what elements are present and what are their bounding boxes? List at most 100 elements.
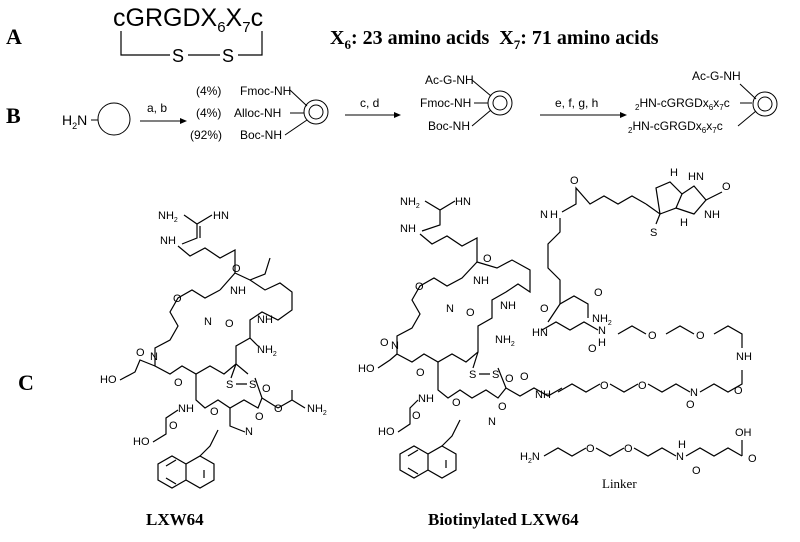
lxw64-cterm bbox=[277, 390, 306, 409]
bio-ring-nh: NH bbox=[704, 209, 720, 221]
lxw64-n3: N bbox=[245, 426, 253, 438]
product-line-2: 2HN-cGRGDx6x7c bbox=[635, 96, 730, 112]
bio-naphthalene bbox=[399, 445, 457, 479]
linker-oh: OH bbox=[735, 427, 752, 439]
int2-bond-1 bbox=[471, 79, 492, 97]
int2-group-2: Fmoc-NH bbox=[420, 96, 471, 110]
lxw64-nh1: NH bbox=[230, 285, 246, 297]
step-2-label: c, d bbox=[360, 96, 379, 110]
bio-upper-h: H bbox=[598, 337, 606, 349]
bio-naphthalene-double bbox=[407, 449, 447, 475]
lxw64-nh-c: NH bbox=[178, 403, 194, 415]
bio-peg-o3: O bbox=[686, 399, 695, 411]
bio-o4: O bbox=[380, 337, 389, 349]
linker-label: Linker bbox=[602, 476, 637, 491]
lxw64-ring-right bbox=[219, 257, 293, 375]
int1-bead-outer bbox=[303, 99, 329, 125]
lxw64-o5: O bbox=[174, 377, 183, 389]
peptide-sequence: cGRGDX6X7c bbox=[113, 4, 263, 36]
lxw64-ho1: HO bbox=[100, 374, 117, 386]
bio-ring-o2: O bbox=[483, 253, 492, 265]
lxw64-asp1-chain bbox=[119, 359, 156, 381]
arrow-3-head bbox=[620, 112, 627, 118]
linker-o4: O bbox=[748, 453, 757, 465]
lxw64-ho2: HO bbox=[133, 436, 150, 448]
bio-asp2-chain bbox=[397, 399, 419, 433]
linker-n: N bbox=[676, 451, 684, 463]
int1-group-3: Boc-NH bbox=[240, 128, 282, 142]
disulfide-s-left: S bbox=[172, 46, 184, 66]
lxw64-n2: N bbox=[150, 351, 158, 363]
resin-bead bbox=[97, 102, 131, 136]
lxw64-o6: O bbox=[262, 383, 271, 395]
bio-ring-nh1: NH bbox=[473, 275, 489, 287]
lxw64-o3: O bbox=[225, 318, 234, 330]
bio-ring-o1: O bbox=[415, 281, 424, 293]
lxw64-o2: O bbox=[232, 263, 241, 275]
bio-guan-nh2: NH2 bbox=[400, 196, 420, 210]
bio-o7: O bbox=[452, 397, 461, 409]
bio-ring-h1: H bbox=[670, 167, 678, 179]
x-annotation: X6: 23 amino acids X7: 71 amino acids bbox=[330, 27, 659, 52]
biotin-lxw64-name: Biotinylated LXW64 bbox=[428, 510, 579, 529]
lxw64-naphthalene bbox=[157, 455, 215, 489]
bio-asp1-chain bbox=[377, 353, 398, 369]
disulfide-left-arm bbox=[120, 31, 170, 56]
bio-lys-backbone bbox=[547, 295, 589, 323]
linker-h: H bbox=[678, 439, 686, 451]
bio-guan-bonds bbox=[421, 200, 456, 232]
bio-peg-1 bbox=[557, 383, 601, 393]
linker-chain-3 bbox=[633, 447, 677, 457]
lxw64-o4: O bbox=[136, 347, 145, 359]
arrow-2-head bbox=[394, 112, 401, 118]
bio-n3: N bbox=[488, 416, 496, 428]
lxw64-ring-bottom bbox=[195, 374, 263, 409]
lxw64-structure: NH2 HN NH O NH O NH N N O NH2 HO O O S S bbox=[100, 210, 327, 489]
lxw64-guan-bonds bbox=[181, 214, 213, 245]
lxw64-amine: NH2 bbox=[257, 344, 277, 358]
bio-lys-sidechain bbox=[547, 218, 561, 304]
bio-peg-n: N bbox=[690, 387, 698, 399]
lxw64-o7: O bbox=[210, 406, 219, 418]
bio-ring-amine: NH2 bbox=[495, 334, 515, 348]
bio-ring-nh2: NH bbox=[500, 300, 516, 312]
lxw64-nh2: NH bbox=[257, 314, 273, 326]
disulfide-right-arm bbox=[238, 31, 263, 56]
bio-peg-o1: O bbox=[600, 380, 609, 392]
int2-group-3: Boc-NH bbox=[428, 119, 470, 133]
bio-thiophane bbox=[645, 181, 683, 215]
bio-valeric bbox=[561, 186, 647, 213]
bio-ho1: HO bbox=[358, 363, 375, 375]
int1-pct-3: (92%) bbox=[190, 128, 222, 142]
bio-ring-s: S bbox=[650, 227, 657, 239]
int1-bead-inner bbox=[308, 104, 324, 120]
bio-ring-o3: O bbox=[466, 307, 475, 319]
bio-lys-nh2: NH2 bbox=[592, 313, 612, 327]
bio-disulfide-bonds bbox=[472, 351, 563, 397]
lxw64-guan-nh2: NH2 bbox=[158, 210, 178, 224]
linker-chain-2 bbox=[595, 447, 625, 457]
int1-pct-1: (4%) bbox=[196, 84, 221, 98]
product-bead-inner bbox=[757, 96, 773, 112]
bio-hn-lys: HN bbox=[532, 327, 548, 339]
bio-upper-succ-o2: O bbox=[540, 303, 549, 315]
lxw64-o1: O bbox=[173, 293, 182, 305]
bio-peg-nh-end: NH bbox=[736, 351, 752, 363]
bio-s2: S bbox=[492, 369, 499, 381]
linker-h2n: H2N bbox=[520, 451, 540, 465]
lxw64-cterm-o: O bbox=[274, 403, 283, 415]
bio-ring bbox=[396, 259, 531, 363]
bio-o8: O bbox=[498, 401, 507, 413]
bio-peg-3 bbox=[647, 383, 691, 393]
bio-ureido-co bbox=[705, 191, 723, 201]
bio-amide-h: H bbox=[550, 209, 558, 221]
bio-arg-chain bbox=[419, 233, 478, 262]
arrow-1-head bbox=[180, 118, 187, 124]
linker-o2: O bbox=[624, 443, 633, 455]
lxw64-guan-hn: HN bbox=[213, 210, 229, 222]
panel-b-label: B bbox=[6, 103, 21, 128]
bio-ring-bottom bbox=[437, 362, 507, 399]
bio-peg-2 bbox=[609, 383, 639, 393]
bio-upper-peg-2 bbox=[665, 325, 695, 335]
